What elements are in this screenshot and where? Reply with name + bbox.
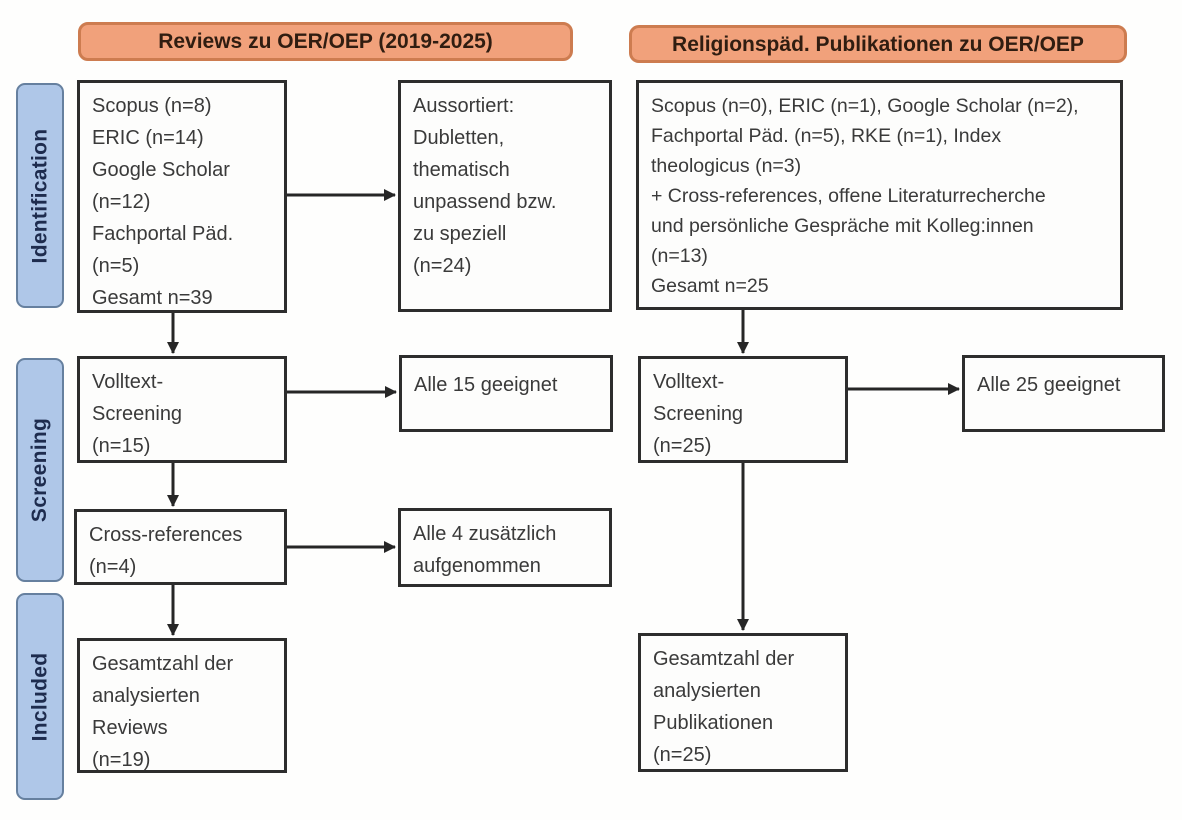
box-left-volltext-screening: Volltext- Screening (n=15) <box>77 356 287 463</box>
stage-label-identification: Identification <box>28 128 51 263</box>
stage-label-included: Included <box>28 652 51 741</box>
stage-bar-screening: Screening <box>16 358 64 582</box>
box-left-alle4-aufgenommen: Alle 4 zusätzlich aufgenommen <box>398 508 612 587</box>
box-right-alle25-geeignet: Alle 25 geeignet <box>962 355 1165 432</box>
header-left-column: Reviews zu OER/OEP (2019-2025) <box>78 22 573 61</box>
box-left-alle15-geeignet: Alle 15 geeignet <box>399 355 613 432</box>
stage-label-screening: Screening <box>28 417 52 523</box>
box-left-cross-references: Cross-references (n=4) <box>74 509 287 585</box>
header-left-label: Reviews zu OER/OEP (2019-2025) <box>158 30 493 53</box>
header-right-column: Religionspäd. Publikationen zu OER/OEP <box>629 25 1127 63</box>
stage-bar-included: Included <box>16 593 64 800</box>
box-left-identification: Scopus (n=8) ERIC (n=14) Google Scholar … <box>77 80 287 313</box>
box-right-volltext-screening: Volltext- Screening (n=25) <box>638 356 848 463</box>
box-right-gesamtzahl-publikationen: Gesamtzahl der analysierten Publikatione… <box>638 633 848 772</box>
stage-bar-identification: Identification <box>16 83 64 308</box>
box-right-identification: Scopus (n=0), ERIC (n=1), Google Scholar… <box>636 80 1123 310</box>
header-right-label: Religionspäd. Publikationen zu OER/OEP <box>672 32 1084 56</box>
box-left-aussortiert: Aussortiert: Dubletten, thematisch unpas… <box>398 80 612 312</box>
box-left-gesamtzahl-reviews: Gesamtzahl der analysierten Reviews (n=1… <box>77 638 287 773</box>
